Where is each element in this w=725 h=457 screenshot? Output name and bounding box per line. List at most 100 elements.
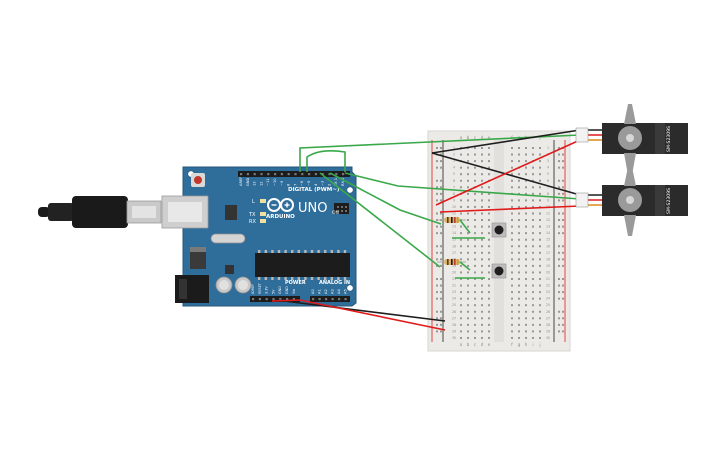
analog-header-strip <box>310 296 350 302</box>
breadboard-column-letter: b <box>467 342 470 347</box>
servo-connector <box>575 192 589 208</box>
breadboard-row-number: 6 <box>547 179 549 183</box>
breadboard-row-number: 27 <box>546 316 550 320</box>
breadboard-row-number: 15 <box>546 238 550 242</box>
breadboard-row-number: 13 <box>546 225 550 229</box>
wire-green[interactable] <box>319 172 441 268</box>
digital-pin-label: ~10 <box>273 178 277 186</box>
breadboard-column-letter: j <box>538 342 540 347</box>
crystal-icon <box>210 233 246 244</box>
analog-pin-label: A2 <box>324 289 328 294</box>
arduino-uno-board[interactable]: L TX RX ON UNO ARDUINO DIGITAL (PWM~) PO… <box>161 166 357 307</box>
wire-red[interactable] <box>435 139 581 206</box>
digital-pin-label: 7 <box>293 184 297 186</box>
breadboard-column-letter: c <box>474 135 476 140</box>
wire-black[interactable] <box>431 129 581 154</box>
wire-green[interactable] <box>344 172 581 200</box>
digital-pin-label: 12 <box>259 181 263 186</box>
digital-pin-label: RX 0 <box>341 177 345 186</box>
usb-cable[interactable] <box>38 196 162 228</box>
breadboard-column-letter: h <box>525 342 528 347</box>
digital-header-strip <box>238 171 350 177</box>
digital-header-label: DIGITAL (PWM~) <box>288 187 340 193</box>
breadboard-column-letter: d <box>481 135 484 140</box>
breadboard-row-number: 29 <box>546 329 550 333</box>
digital-pin-label: ~11 <box>266 178 270 186</box>
breadboard-row-number: 11 <box>546 212 550 216</box>
digital-pin-label: TX 1 <box>334 178 338 187</box>
pushbutton-1[interactable] <box>491 222 507 238</box>
breadboard-row-number: 9 <box>547 198 549 202</box>
breadboard-column-letter: a <box>460 342 463 347</box>
breadboard-row-number: 11 <box>452 212 456 216</box>
breadboard-row-number: 25 <box>546 303 550 307</box>
power-pin-label: 5V <box>271 289 275 294</box>
breadboard-row-number: 10 <box>452 205 456 209</box>
power-pin-label: RESET <box>258 282 262 294</box>
digital-pin-label: 2 <box>327 184 331 186</box>
power-pin-label: GND <box>285 286 289 294</box>
power-header-label: POWER <box>285 280 306 286</box>
analog-pin-label: A1 <box>318 289 322 294</box>
servo-motor-1[interactable]: SM-S2309S <box>575 104 688 175</box>
power-pin-label: 3.3V <box>265 286 269 294</box>
digital-pin-label: AREF <box>239 177 243 186</box>
digital-pin-label: GND <box>246 178 250 186</box>
breadboard-row-number: 18 <box>546 257 550 261</box>
breadboard-row-number: 3 <box>547 159 549 163</box>
breadboard-row-number: 25 <box>452 303 456 307</box>
led-on-label: ON <box>332 210 339 216</box>
mount-hole-icon <box>346 284 354 292</box>
servo-motor-2[interactable]: SM-S2309S <box>575 167 688 236</box>
breadboard-row-number: 4 <box>547 166 549 170</box>
wire-green[interactable] <box>329 172 442 225</box>
breadboard-row-number: 24 <box>452 297 456 301</box>
digital-pin-label: 8 <box>287 183 291 186</box>
wire-black[interactable] <box>275 299 446 322</box>
breadboard-row-number: 7 <box>453 185 455 189</box>
breadboard-column-letter: i <box>532 342 533 347</box>
breadboard-row-number: 5 <box>453 172 455 176</box>
wire-red[interactable] <box>271 299 446 331</box>
breadboard-row-number: 20 <box>546 270 550 274</box>
wire-red[interactable] <box>439 205 581 213</box>
breadboard-row-number: 7 <box>547 185 549 189</box>
servo-2-label: SM-S2309S <box>666 188 672 214</box>
breadboard-row-number: 14 <box>546 231 550 235</box>
breadboard-row-number: 19 <box>452 264 456 268</box>
breadboard-row-number: 21 <box>452 277 456 281</box>
breadboard-row-number: 23 <box>546 290 550 294</box>
breadboard-row-number: 30 <box>452 336 456 340</box>
breadboard-row-number: 6 <box>453 179 455 183</box>
led-rx-label: RX <box>249 219 256 225</box>
led-tx-label: TX <box>248 212 256 218</box>
resistor-1[interactable] <box>437 217 466 223</box>
breadboard-row-number: 3 <box>453 159 455 163</box>
digital-pin-label: 4 <box>314 183 318 186</box>
breadboard-row-number: 28 <box>546 323 550 327</box>
breadboard-row-number: 1 <box>453 146 455 150</box>
wire-green[interactable] <box>299 134 581 172</box>
wires <box>271 129 581 331</box>
digital-pin-label: 13 <box>253 181 257 186</box>
pushbutton-2[interactable] <box>491 263 507 279</box>
chip-pins <box>258 250 347 280</box>
breadboard-row-number: 23 <box>452 290 456 294</box>
wire-green[interactable] <box>306 150 346 172</box>
breadboard-row-number: 26 <box>546 310 550 314</box>
breadboard-column-letter: a <box>460 135 463 140</box>
digital-pin-label: ~6 <box>300 180 304 186</box>
led-tx-icon <box>260 212 266 216</box>
breadboard-row-number: 1 <box>547 146 549 150</box>
breadboard-row-number: 4 <box>453 166 455 170</box>
led-l-label: L <box>252 199 255 205</box>
breadboard-column-letter: e <box>488 342 491 347</box>
breadboard-row-number: 13 <box>452 225 456 229</box>
resistor-2[interactable] <box>437 259 466 265</box>
analog-pin-label: A0 <box>311 289 315 294</box>
analog-pin-label: A5 <box>344 289 348 294</box>
